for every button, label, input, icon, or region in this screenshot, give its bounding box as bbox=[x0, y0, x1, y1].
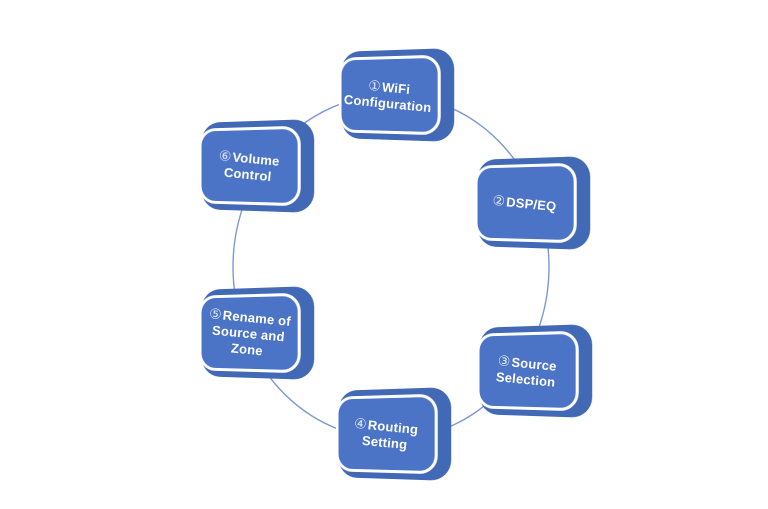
step-number: ⑥ bbox=[218, 146, 233, 164]
node-routing-setting: ④Routing Setting bbox=[331, 387, 452, 481]
node-label: ③Source Selection bbox=[472, 328, 582, 414]
node-label-line: Zone bbox=[230, 339, 264, 358]
node-label-line: Control bbox=[223, 164, 273, 184]
node-label: ⑤Rename of Source and Zone bbox=[194, 290, 304, 376]
node-label-line: Configuration bbox=[343, 91, 433, 115]
node-label: ①WiFi Configuration bbox=[334, 52, 444, 138]
step-number: ④ bbox=[353, 414, 368, 432]
node-label: ④Routing Setting bbox=[331, 391, 441, 477]
step-number: ⑤ bbox=[208, 304, 223, 322]
node-volume-control: ⑥Volume Control bbox=[194, 119, 315, 213]
node-dsp-eq: ②DSP/EQ bbox=[470, 156, 591, 250]
step-number: ② bbox=[491, 191, 507, 209]
node-rename-source-zone: ⑤Rename of Source and Zone bbox=[194, 286, 315, 380]
node-label-line: ②DSP/EQ bbox=[491, 191, 558, 214]
node-source-selection: ③Source Selection bbox=[472, 324, 593, 418]
node-label: ⑥Volume Control bbox=[194, 123, 304, 209]
node-label-line: Setting bbox=[361, 432, 409, 452]
node-label: ②DSP/EQ bbox=[470, 160, 580, 246]
node-wifi-configuration: ①WiFi Configuration bbox=[334, 48, 455, 142]
step-number: ③ bbox=[497, 351, 512, 369]
step-number: ① bbox=[367, 76, 382, 94]
